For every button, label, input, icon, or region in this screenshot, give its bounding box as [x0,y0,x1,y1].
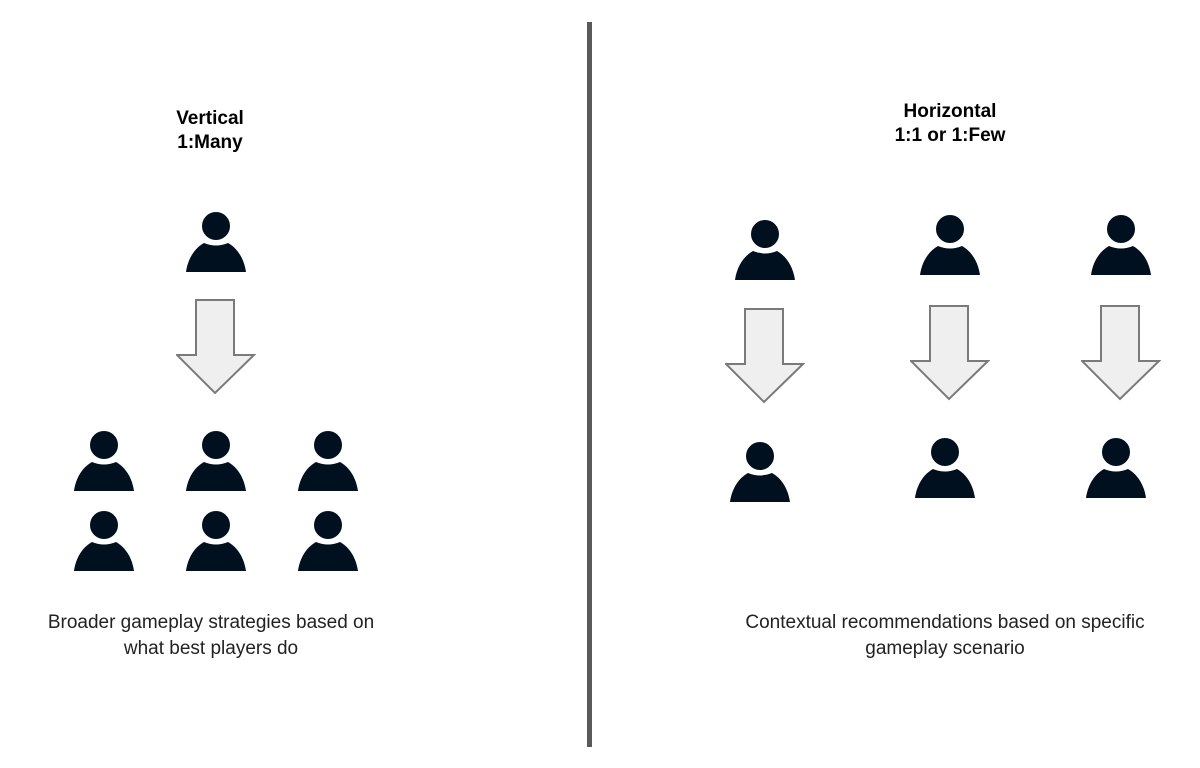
down-arrow-icon [176,299,256,395]
title-horizontal: Horizontal [903,101,997,122]
person-icon [919,213,981,277]
left-panel-caption: Broader gameplay strategies based on wha… [0,610,422,662]
person-icon [185,210,247,274]
caption-line: what best players do [123,638,299,659]
person-icon [73,509,135,573]
left-panel-title: Vertical 1:Many [60,107,360,155]
caption-line: Broader gameplay strategies based on [47,612,375,633]
right-panel-title: Horizontal 1:1 or 1:Few [800,100,1100,148]
person-icon [1085,436,1147,500]
title-ratio: 1:Many [177,132,243,153]
title-ratio: 1:1 or 1:Few [894,125,1006,146]
down-arrow-icon [1081,305,1161,401]
right-panel-caption: Contextual recommendations based on spec… [700,610,1190,662]
person-icon [914,436,976,500]
person-icon [734,218,796,282]
person-icon [185,509,247,573]
person-icon [729,440,791,504]
person-icon [297,429,359,493]
person-icon [1090,213,1152,277]
panel-divider [587,22,592,747]
person-icon [297,509,359,573]
person-icon [185,429,247,493]
caption-line: gameplay scenario [865,638,1025,659]
caption-line: Contextual recommendations based on spec… [745,612,1145,633]
down-arrow-icon [725,308,805,404]
person-icon [73,429,135,493]
title-vertical: Vertical [176,108,244,129]
down-arrow-icon [910,305,990,401]
